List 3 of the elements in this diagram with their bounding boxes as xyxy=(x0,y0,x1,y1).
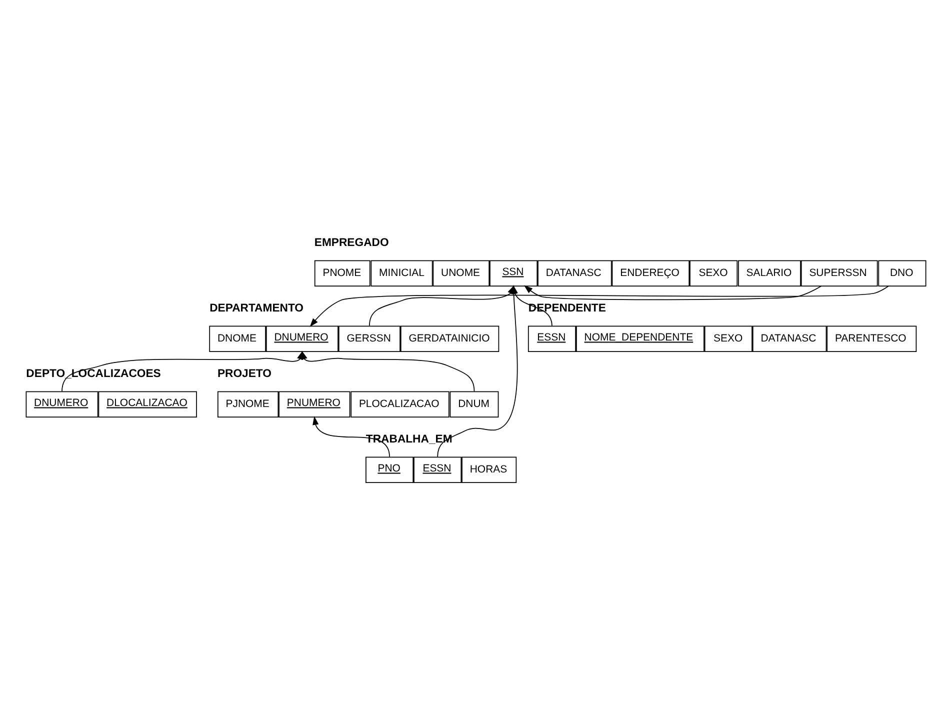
label: EMPREGADO xyxy=(314,236,389,249)
label: DEPARTAMENTO xyxy=(210,302,304,314)
label: PROJETO xyxy=(217,368,272,380)
